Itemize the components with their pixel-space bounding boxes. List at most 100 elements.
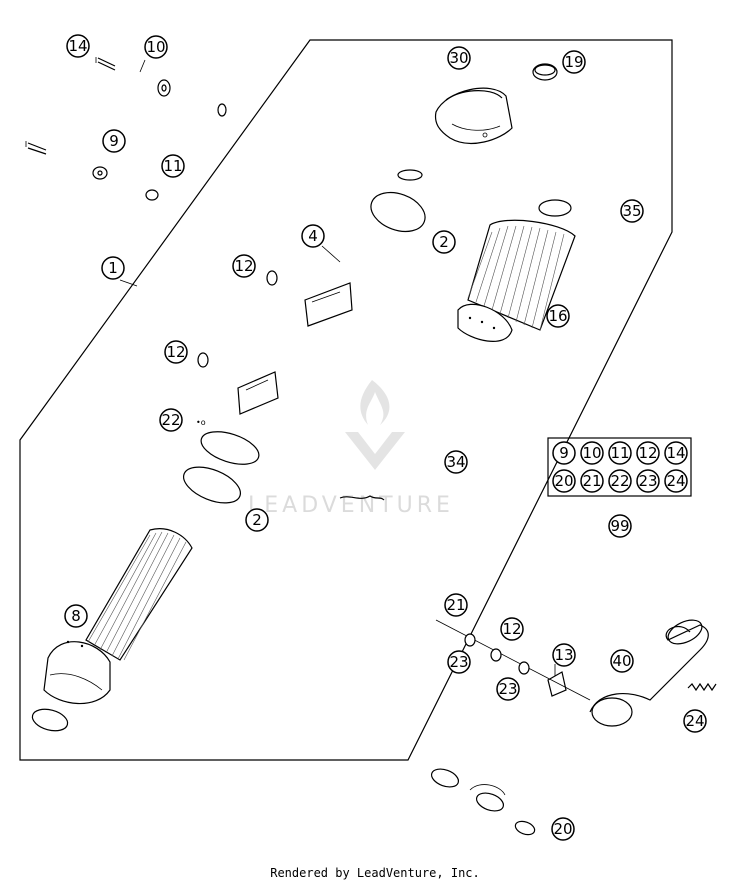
kit-item-9: 9 [552,441,576,465]
callout-ring [496,677,520,701]
callout-16: 16 [546,304,570,328]
kit-box-99 [547,437,692,497]
clamp-13 [547,664,567,697]
callout-30: 30 [447,46,471,70]
callout-label: 99 [610,517,629,535]
kit-item-ring [580,441,604,465]
washer-10 [139,59,171,97]
callout-12: 12 [232,254,256,278]
kit-item-ring [636,441,660,465]
callout-13: 13 [552,643,576,667]
callout-label: 12 [502,620,521,638]
callout-label: 22 [161,411,180,429]
kit-item-23: 23 [636,469,660,493]
kit-item-ring [636,469,660,493]
callout-label: 23 [498,680,517,698]
callout-ring [101,256,125,280]
callout-ring [447,650,471,674]
silencer-body-8 [31,528,193,732]
callout-ring [432,230,456,254]
kit-item-label: 9 [559,444,569,462]
callout-ring [161,154,185,178]
callout-ring [164,340,188,364]
gasket-2-upper [370,169,426,233]
end-cap-30 [434,87,513,145]
bracket-lower [237,371,279,415]
link-pipe-40 [589,619,709,727]
callout-1: 1 [101,256,125,280]
kit-item-14: 14 [664,441,688,465]
callout-label: 10 [146,38,165,56]
callout-19: 19 [562,50,586,74]
callout-14: 14 [66,34,90,58]
callout-label: 2 [439,233,449,251]
bolt-9 [25,141,47,155]
callout-12: 12 [164,340,188,364]
kit-item-24: 24 [664,469,688,493]
spring-24 [687,682,717,692]
nut-small [217,103,227,117]
callout-ring [64,604,88,628]
kit-item-label: 14 [666,444,685,462]
kit-item-ring [664,441,688,465]
callout-99: 99 [608,514,632,538]
kit-item-11: 11 [608,441,632,465]
callout-ring [447,46,471,70]
cap-19 [532,63,558,81]
kit-item-12: 12 [636,441,660,465]
callout-label: 12 [234,257,253,275]
callout-label: 4 [308,227,318,245]
washer-9 [92,166,108,180]
callout-ring [500,617,524,641]
callout-ring [159,408,183,432]
callout-ring [301,224,325,248]
callout-label: 19 [564,53,583,71]
callout-label: 30 [449,49,468,67]
kit-item-label: 20 [554,472,573,490]
callout-ring [232,254,256,278]
footer-text: Rendered by LeadVenture, Inc. [270,866,480,880]
kit-item-ring [580,469,604,493]
callout-34: 34 [444,450,468,474]
callout-23: 23 [496,677,520,701]
callout-label: 8 [71,607,81,625]
dot-22: •o [196,418,206,427]
callout-12: 12 [500,617,524,641]
callout-label: 2 [252,511,262,529]
callout-ring [608,514,632,538]
callout-label: 21 [446,596,465,614]
callout-8: 8 [64,604,88,628]
kit-row-1: 9 10 11 12 14 [552,441,688,465]
callout-ring [552,643,576,667]
kit-item-20: 20 [552,469,576,493]
kit-item-22: 22 [608,469,632,493]
clamp-12-upper [266,270,278,286]
kit-item-label: 24 [666,472,685,490]
kit-item-ring [608,469,632,493]
callout-label: 20 [553,820,572,838]
kit-item-label: 11 [610,444,629,462]
callout-ring [444,450,468,474]
springs-20 [430,768,536,836]
gasket-2-lower [183,431,260,504]
washers-23 [435,619,591,701]
callout-20: 20 [551,817,575,841]
callout-ring [144,35,168,59]
callout-label: 12 [166,343,185,361]
callout-label: 24 [685,712,704,730]
kit-item-ring [664,469,688,493]
callout-ring [551,817,575,841]
callout-11: 11 [161,154,185,178]
callout-ring [546,304,570,328]
callout-label: 13 [554,646,573,664]
spring-fragment [339,495,385,501]
callout-ring [610,649,634,673]
callout-35: 35 [620,199,644,223]
callout-ring [444,593,468,617]
callout-23: 23 [447,650,471,674]
callout-9: 9 [102,129,126,153]
kit-item-label: 10 [582,444,601,462]
kit-item-label: 21 [582,472,601,490]
kit-item-label: 23 [638,472,657,490]
